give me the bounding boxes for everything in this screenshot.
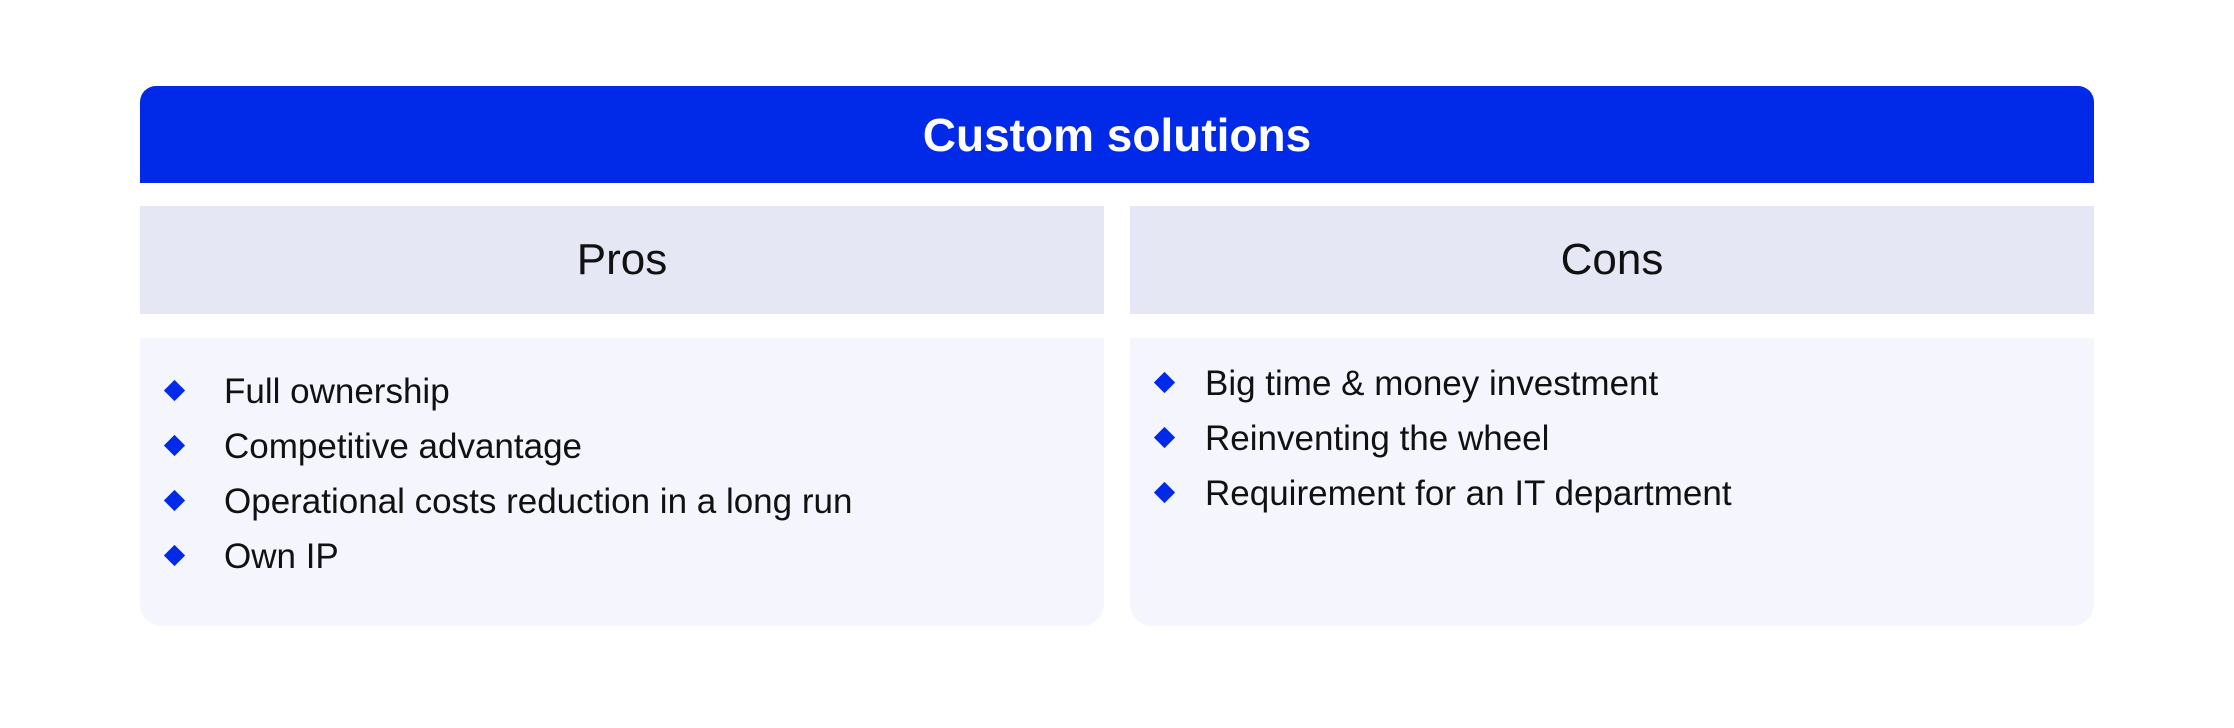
title-banner: Custom solutions xyxy=(140,86,2094,183)
cons-header: Cons xyxy=(1130,206,2094,314)
list-item: Requirement for an IT department xyxy=(1130,466,1732,521)
diamond-bullet-icon xyxy=(163,489,186,512)
list-item: Competitive advantage xyxy=(140,419,852,474)
diamond-bullet-icon xyxy=(163,434,186,457)
diamond-bullet-icon xyxy=(1153,371,1176,394)
diamond-bullet-icon xyxy=(1153,426,1176,449)
list-item-text: Reinventing the wheel xyxy=(1205,419,1550,458)
list-item-text: Full ownership xyxy=(224,372,450,411)
pros-list: Full ownership Competitive advantage Ope… xyxy=(140,364,852,584)
list-item-text: Requirement for an IT department xyxy=(1205,474,1732,513)
diamond-bullet-icon xyxy=(163,379,186,402)
diamond-bullet-icon xyxy=(1153,481,1176,504)
list-item: Operational costs reduction in a long ru… xyxy=(140,474,852,529)
pros-list-panel: Full ownership Competitive advantage Ope… xyxy=(140,338,1104,626)
diamond-bullet-icon xyxy=(163,544,186,567)
pros-header: Pros xyxy=(140,206,1104,314)
list-item: Full ownership xyxy=(140,364,852,419)
list-item: Big time & money investment xyxy=(1130,356,1732,411)
list-item: Own IP xyxy=(140,529,852,584)
cons-list-panel: Big time & money investment Reinventing … xyxy=(1130,338,2094,626)
pros-heading: Pros xyxy=(576,235,668,284)
list-item-text: Operational costs reduction in a long ru… xyxy=(224,482,853,521)
list-item-text: Big time & money investment xyxy=(1205,364,1659,403)
list-item: Reinventing the wheel xyxy=(1130,411,1732,466)
list-item-text: Own IP xyxy=(224,537,339,576)
cons-heading: Cons xyxy=(1560,235,1664,284)
cons-list: Big time & money investment Reinventing … xyxy=(1130,356,1732,521)
list-item-text: Competitive advantage xyxy=(224,427,582,466)
page-title: Custom solutions xyxy=(922,108,1312,161)
